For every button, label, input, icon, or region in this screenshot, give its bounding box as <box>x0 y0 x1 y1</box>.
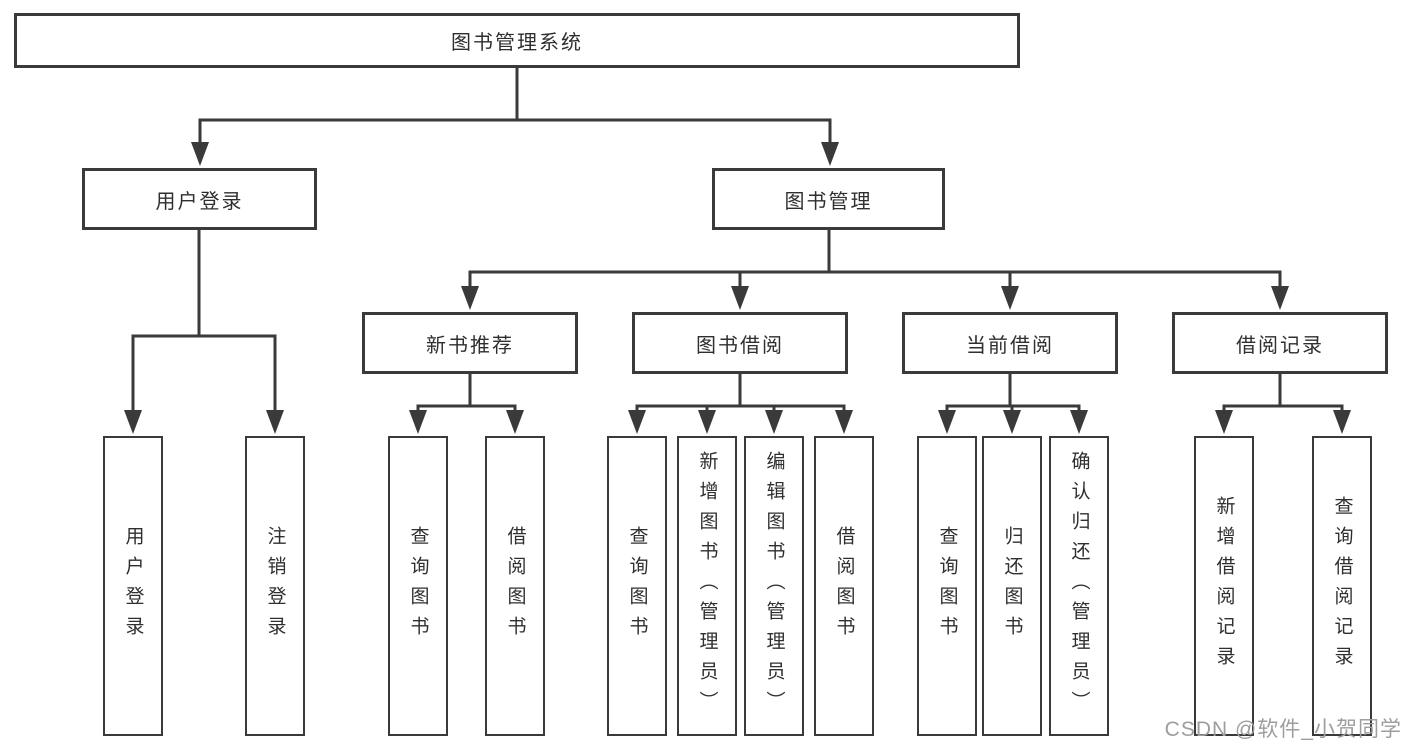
leaf-query-current-borrow: 查询图书 <box>917 436 977 736</box>
leaf-add-book-admin: 新增图书（管理员） <box>677 436 737 736</box>
leaf-confirm-return-admin: 确认归还（管理员） <box>1049 436 1109 736</box>
leaf-query-book-borrow: 查询图书 <box>607 436 667 736</box>
node-book-borrow: 图书借阅 <box>632 312 848 374</box>
leaf-query-book-recommend: 查询图书 <box>388 436 448 736</box>
node-user-login: 用户登录 <box>82 168 317 230</box>
leaf-user-login: 用户登录 <box>103 436 163 736</box>
leaf-borrow-book-recommend: 借阅图书 <box>485 436 545 736</box>
leaf-borrow-book: 借阅图书 <box>814 436 874 736</box>
watermark: CSDN @软件_小贺同学 <box>1164 718 1402 741</box>
leaf-add-borrow-record: 新增借阅记录 <box>1194 436 1254 736</box>
node-borrow-record: 借阅记录 <box>1172 312 1388 374</box>
node-book-management: 图书管理 <box>712 168 945 230</box>
node-current-borrow: 当前借阅 <box>902 312 1118 374</box>
leaf-edit-book-admin: 编辑图书（管理员） <box>744 436 804 736</box>
leaf-return-book: 归还图书 <box>982 436 1042 736</box>
node-new-book-recommend: 新书推荐 <box>362 312 578 374</box>
connector-group <box>124 66 1351 434</box>
node-root-system: 图书管理系统 <box>14 13 1020 68</box>
leaf-logout: 注销登录 <box>245 436 305 736</box>
leaf-query-borrow-record: 查询借阅记录 <box>1312 436 1372 736</box>
